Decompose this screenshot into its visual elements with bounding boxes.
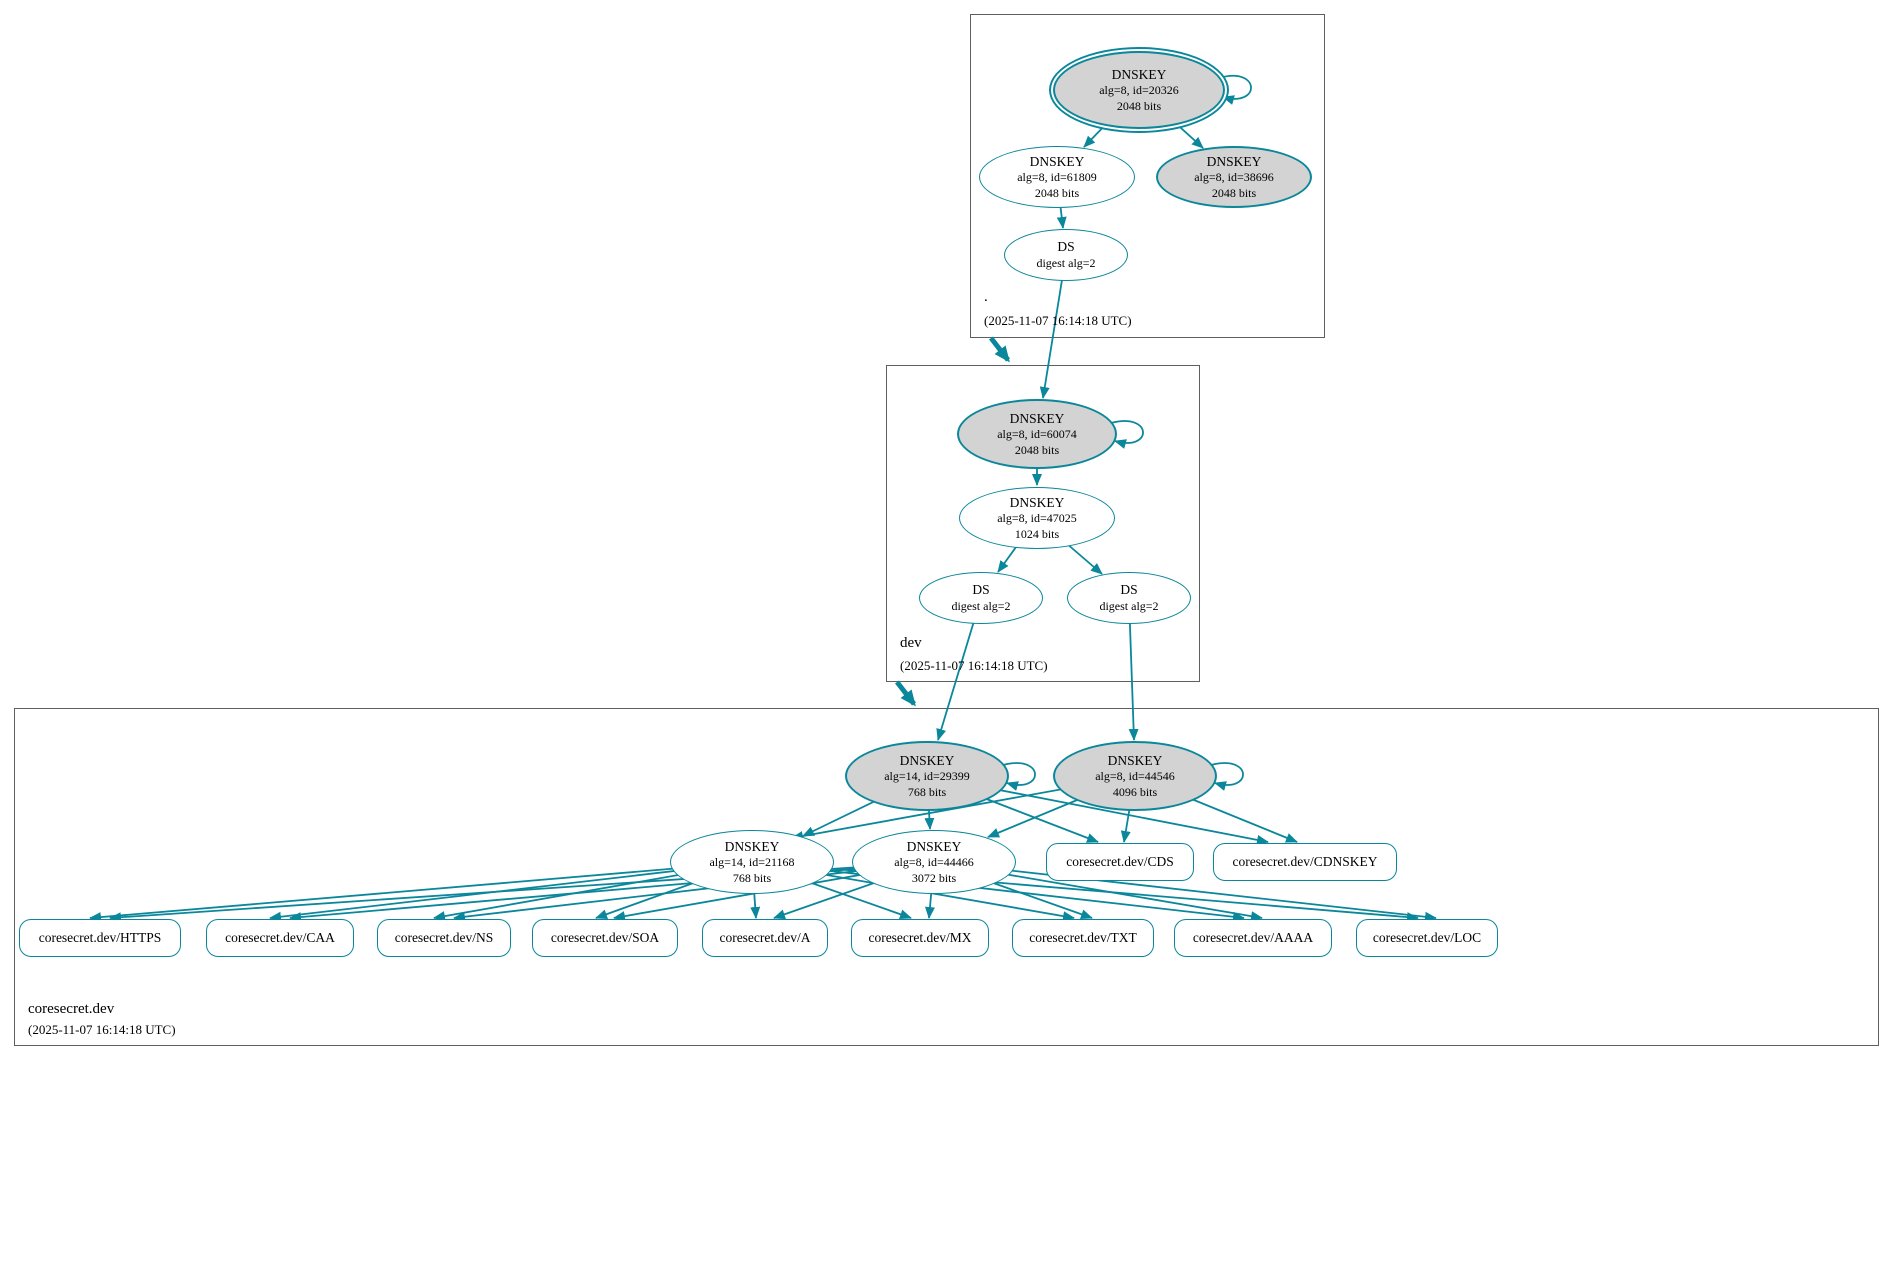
node-detail: alg=8, id=61809 bbox=[1017, 170, 1097, 185]
rrset-label: coresecret.dev/CDS bbox=[1066, 854, 1174, 869]
rrset-label: coresecret.dev/TXT bbox=[1029, 930, 1137, 945]
rrset-aaaa[interactable]: coresecret.dev/AAAA bbox=[1174, 919, 1332, 957]
delegation-root-to-dev bbox=[989, 336, 1010, 363]
node-bits: 4096 bits bbox=[1112, 784, 1158, 799]
ds-root-dev[interactable]: DS digest alg=2 bbox=[1004, 229, 1128, 281]
rrset-mx[interactable]: coresecret.dev/MX bbox=[851, 919, 989, 957]
dnskey-coresecret-zsk-21168[interactable]: DNSKEY alg=14, id=21168 768 bits bbox=[670, 830, 834, 894]
rrset-ns[interactable]: coresecret.dev/NS bbox=[377, 919, 511, 957]
zone-timestamp-dev: (2025-11-07 16:14:18 UTC) bbox=[900, 658, 1048, 673]
node-detail: digest alg=2 bbox=[951, 598, 1011, 613]
selfsign-root-ksk bbox=[1218, 75, 1252, 105]
dnskey-coresecret-ksk-29399[interactable]: DNSKEY alg=14, id=29399 768 bits bbox=[845, 741, 1009, 811]
node-type: DNSKEY bbox=[1111, 66, 1167, 82]
dnskey-coresecret-ksk-44546[interactable]: DNSKEY alg=8, id=44546 4096 bits bbox=[1053, 741, 1217, 811]
selfsign-coresecret-ksk2 bbox=[1210, 762, 1244, 791]
delegation-dev-to-coresecret bbox=[895, 680, 916, 707]
node-detail: alg=14, id=21168 bbox=[709, 855, 795, 870]
node-type: DS bbox=[1120, 582, 1138, 598]
rrset-cdnskey[interactable]: coresecret.dev/CDNSKEY bbox=[1213, 843, 1397, 881]
rrset-loc[interactable]: coresecret.dev/LOC bbox=[1356, 919, 1498, 957]
ds-dev-2[interactable]: DS digest alg=2 bbox=[1067, 572, 1191, 624]
zone-box-root bbox=[970, 14, 1325, 338]
node-detail: alg=8, id=44546 bbox=[1095, 769, 1175, 784]
rrset-label: coresecret.dev/CAA bbox=[225, 930, 335, 945]
node-detail: alg=8, id=38696 bbox=[1194, 170, 1274, 185]
node-type: DNSKEY bbox=[1029, 153, 1085, 169]
node-bits: 2048 bits bbox=[1116, 98, 1162, 113]
node-bits: 768 bits bbox=[732, 870, 772, 885]
rrset-label: coresecret.dev/LOC bbox=[1372, 930, 1482, 945]
rrset-label: coresecret.dev/SOA bbox=[550, 930, 660, 945]
node-type: DNSKEY bbox=[906, 838, 962, 854]
node-detail: alg=8, id=44466 bbox=[894, 855, 974, 870]
rrset-label: coresecret.dev/NS bbox=[394, 930, 494, 945]
dnskey-root-ksk-20326[interactable]: DNSKEY alg=8, id=20326 2048 bits bbox=[1053, 51, 1225, 129]
dnskey-coresecret-zsk-44466[interactable]: DNSKEY alg=8, id=44466 3072 bits bbox=[852, 830, 1016, 894]
node-detail: digest alg=2 bbox=[1099, 598, 1159, 613]
node-detail: digest alg=2 bbox=[1036, 255, 1096, 270]
rrset-txt[interactable]: coresecret.dev/TXT bbox=[1012, 919, 1154, 957]
rrset-cds[interactable]: coresecret.dev/CDS bbox=[1046, 843, 1194, 881]
node-type: DS bbox=[1057, 239, 1075, 255]
node-type: DNSKEY bbox=[1009, 494, 1065, 510]
node-bits: 768 bits bbox=[907, 784, 947, 799]
node-bits: 2048 bits bbox=[1034, 185, 1080, 200]
dnskey-dev-ksk-60074[interactable]: DNSKEY alg=8, id=60074 2048 bits bbox=[957, 399, 1117, 469]
rrset-label: coresecret.dev/A bbox=[719, 930, 811, 945]
rrset-a[interactable]: coresecret.dev/A bbox=[702, 919, 828, 957]
zone-box-dev bbox=[886, 365, 1200, 682]
node-type: DNSKEY bbox=[1009, 410, 1065, 426]
node-bits: 3072 bits bbox=[911, 870, 957, 885]
zone-label-root: . bbox=[984, 289, 988, 305]
ds-dev-1[interactable]: DS digest alg=2 bbox=[919, 572, 1043, 624]
selfsign-dev-ksk bbox=[1110, 420, 1144, 449]
rrset-label: coresecret.dev/HTTPS bbox=[38, 930, 162, 945]
rrset-caa[interactable]: coresecret.dev/CAA bbox=[206, 919, 354, 957]
node-detail: alg=8, id=60074 bbox=[997, 427, 1077, 442]
dnskey-root-38696[interactable]: DNSKEY alg=8, id=38696 2048 bits bbox=[1156, 146, 1312, 208]
rrset-label: coresecret.dev/CDNSKEY bbox=[1232, 854, 1378, 869]
zone-timestamp-coresecret: (2025-11-07 16:14:18 UTC) bbox=[28, 1022, 176, 1037]
node-type: DNSKEY bbox=[899, 752, 955, 768]
zone-label-coresecret: coresecret.dev bbox=[28, 1001, 115, 1017]
dnskey-dev-zsk-47025[interactable]: DNSKEY alg=8, id=47025 1024 bits bbox=[959, 487, 1115, 549]
selfsign-coresecret-ksk1 bbox=[1002, 762, 1036, 791]
dnskey-root-zsk-61809[interactable]: DNSKEY alg=8, id=61809 2048 bits bbox=[979, 146, 1135, 208]
zone-timestamp-root: (2025-11-07 16:14:18 UTC) bbox=[984, 313, 1132, 328]
node-bits: 1024 bits bbox=[1014, 526, 1060, 541]
rrset-label: coresecret.dev/MX bbox=[868, 930, 972, 945]
node-bits: 2048 bits bbox=[1211, 185, 1257, 200]
node-detail: alg=8, id=47025 bbox=[997, 511, 1077, 526]
node-bits: 2048 bits bbox=[1014, 442, 1060, 457]
node-type: DNSKEY bbox=[724, 838, 780, 854]
zone-box-coresecret bbox=[14, 708, 1879, 1046]
node-type: DNSKEY bbox=[1107, 752, 1163, 768]
node-detail: alg=8, id=20326 bbox=[1099, 83, 1179, 98]
node-detail: alg=14, id=29399 bbox=[884, 769, 970, 784]
node-type: DNSKEY bbox=[1206, 153, 1262, 169]
rrset-https[interactable]: coresecret.dev/HTTPS bbox=[19, 919, 181, 957]
rrset-soa[interactable]: coresecret.dev/SOA bbox=[532, 919, 678, 957]
rrset-label: coresecret.dev/AAAA bbox=[1192, 930, 1314, 945]
node-type: DS bbox=[972, 582, 990, 598]
zone-label-dev: dev bbox=[900, 635, 922, 651]
